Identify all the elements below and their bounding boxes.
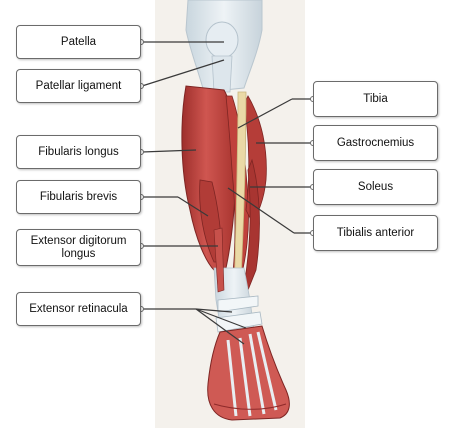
label-soleus[interactable]: Soleus: [313, 169, 438, 205]
foot-tendons: [226, 331, 278, 417]
extensor-retinacula-shape: [215, 295, 263, 333]
patella-shape: [205, 21, 239, 59]
label-extensor-digitorum-longus-line2: longus: [61, 247, 96, 260]
leader-line-retinacula-2: [195, 308, 233, 313]
label-gastrocnemius[interactable]: Gastrocnemius: [313, 125, 438, 161]
label-tibia-text: Tibia: [363, 92, 388, 105]
label-fibularis-brevis[interactable]: Fibularis brevis: [16, 180, 141, 214]
label-tibialis-anterior[interactable]: Tibialis anterior: [313, 215, 438, 251]
label-soleus-text: Soleus: [357, 180, 394, 193]
extensor-digitorum-shape: [213, 227, 225, 293]
label-patella[interactable]: Patella: [16, 25, 141, 59]
leader-line-retinacula-3: [195, 308, 247, 329]
label-tibialis-anterior-text: Tibialis anterior: [336, 226, 415, 239]
label-patellar-ligament-text: Patellar ligament: [35, 79, 122, 92]
label-extensor-digitorum-longus-line1: Extensor digitorum: [30, 234, 127, 247]
label-patella-text: Patella: [60, 35, 97, 48]
leader-lines: [141, 41, 312, 345]
label-gastrocnemius-text: Gastrocnemius: [336, 136, 415, 149]
leader-line-tibialis-anterior-2: [227, 187, 295, 234]
label-extensor-retinacula-text: Extensor retinacula: [29, 302, 128, 315]
leader-line-fibularis-longus: [141, 149, 197, 153]
label-extensor-digitorum-longus[interactable]: Extensor digitorum longus: [16, 229, 141, 266]
label-fibularis-brevis-text: Fibularis brevis: [39, 190, 118, 203]
leader-line-patellar-ligament: [141, 59, 225, 87]
toe-line: [213, 403, 287, 410]
label-tibia[interactable]: Tibia: [313, 81, 438, 117]
label-extensor-retinacula[interactable]: Extensor retinacula: [16, 292, 141, 326]
leader-line-retinacula-4: [195, 308, 245, 345]
label-fibularis-longus-text: Fibularis longus: [38, 145, 119, 158]
leader-line-fibularis-brevis-2: [177, 196, 209, 217]
patellar-ligament-shape: [211, 55, 233, 93]
label-patellar-ligament[interactable]: Patellar ligament: [16, 69, 141, 103]
leader-line-tibia-2: [237, 98, 293, 129]
label-fibularis-longus[interactable]: Fibularis longus: [16, 135, 141, 169]
